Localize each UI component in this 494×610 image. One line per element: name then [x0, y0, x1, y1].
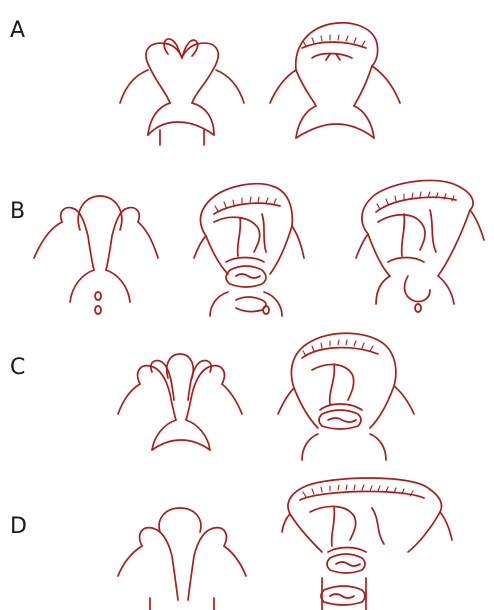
drawing-a1 [120, 39, 244, 145]
drawing-c1 [118, 354, 242, 450]
drawing-b3 [356, 180, 484, 312]
drawing-d1 [118, 508, 246, 610]
drawing-c2 [278, 333, 414, 460]
drawing-a2 [270, 23, 400, 138]
drawing-d2 [282, 478, 452, 610]
drawing-b1 [34, 196, 158, 314]
drawing-b2 [194, 184, 304, 316]
